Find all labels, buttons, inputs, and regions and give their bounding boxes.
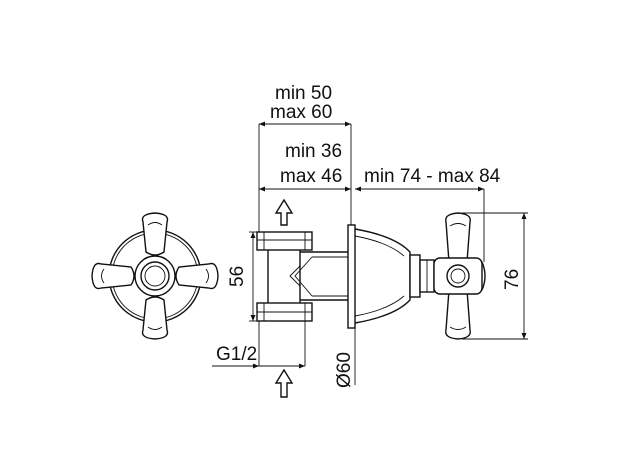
body-min-label: min 36 — [285, 141, 342, 162]
flange-diameter-label: Ø60 — [334, 352, 355, 388]
side-view-cross-handle-icon — [433, 212, 486, 340]
flow-inlet-arrow-icon — [274, 368, 294, 398]
body-max-label: max 46 — [280, 166, 342, 187]
handle-range-label: min 74 - max 84 — [364, 166, 501, 187]
handle-height-label: 76 — [502, 269, 523, 290]
depth-max-label: max 60 — [270, 102, 332, 123]
body-height-label: 56 — [227, 266, 248, 287]
side-view-body — [256, 224, 435, 329]
flow-up-arrow-icon — [274, 198, 294, 226]
thread-label: G1/2 — [216, 344, 257, 365]
depth-min-label: min 50 — [275, 83, 332, 104]
dimension-lines — [212, 121, 528, 385]
front-view-cross-handle-icon — [91, 212, 219, 340]
